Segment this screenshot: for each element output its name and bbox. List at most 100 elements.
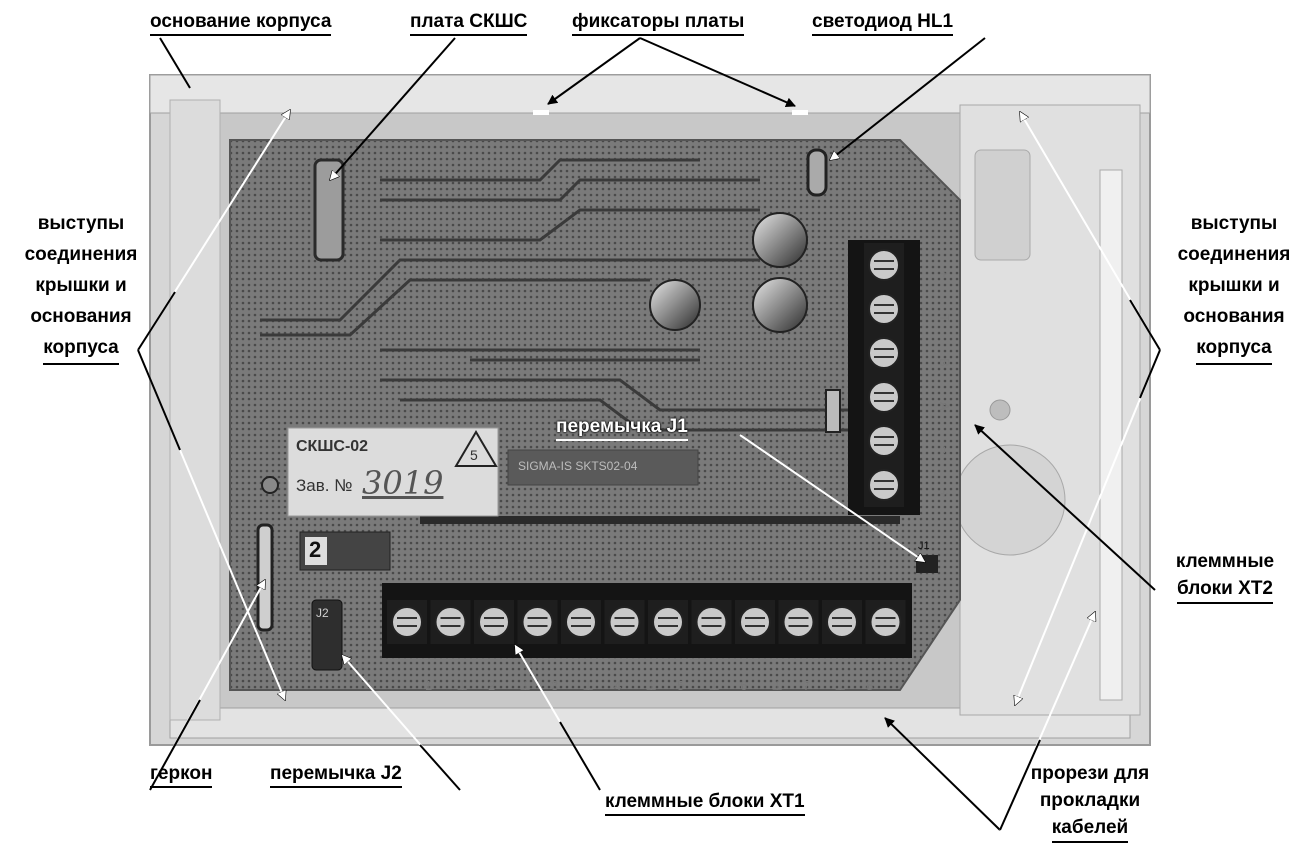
label-svetodiod: светодиод HL1 <box>812 10 954 36</box>
arrow-vystupy-left-bot-shadow <box>137 349 181 451</box>
xt1-screw-3 <box>521 606 554 638</box>
reed-mount <box>261 476 279 494</box>
xt2-screw-4 <box>868 425 900 457</box>
arrow-fiksator-left <box>547 37 641 105</box>
xt1-screw-10 <box>826 606 858 638</box>
xt1-screw-1 <box>434 606 467 638</box>
label-vystupy-right-1: выступы <box>1190 213 1278 234</box>
j1-mark: J1 <box>918 540 930 552</box>
xt2-mark-2: B <box>937 358 952 367</box>
arrow-osnovanie <box>159 37 191 89</box>
xt1-mark-14: 8 <box>866 678 873 693</box>
xt1-screw-4 <box>565 606 597 638</box>
xt1-screw-2 <box>478 606 510 638</box>
xt1-mark-7: ⊥ <box>646 678 657 693</box>
label-vystupy-left-5: корпуса <box>43 332 119 365</box>
xt2-mark-1: T <box>937 314 952 322</box>
label-vystupy-left-1: выступы <box>37 213 125 234</box>
label-vystupy-right: выступы соединения крышки и основания ко… <box>1155 208 1313 365</box>
label-vystupy-right-2: соединения <box>1177 244 1291 265</box>
arrow-prorezi-left <box>884 717 1001 831</box>
label-plata: плата СКШС <box>410 10 528 36</box>
display-digit-box <box>305 537 327 565</box>
xt2-mark-5: + <box>937 490 952 498</box>
label-prorezi-3: кабелей <box>1051 814 1129 843</box>
label-klemmnye-xt2-1: клеммные <box>1175 551 1275 572</box>
arrow-fiksator-right <box>639 37 796 107</box>
label-vystupy-left-2: соединения <box>24 244 138 265</box>
xt1-mark-8: 5 <box>677 678 684 693</box>
fixator-right <box>792 110 808 115</box>
xt1-screw-11 <box>869 606 902 638</box>
warning-triangle <box>454 430 498 467</box>
xt1-mark-4: 3 <box>551 678 558 693</box>
arrow-j1 <box>739 434 925 562</box>
label-gerkon: геркон <box>150 762 213 788</box>
label-vystupy-left-3: крышки и <box>35 275 127 296</box>
xt2-screw-0 <box>868 249 900 281</box>
capacitor-1 <box>752 212 808 268</box>
arrow-xt2 <box>974 424 1156 591</box>
xt1-mark-0: 1 <box>425 678 432 693</box>
plate-serial-prefix: Зав. № <box>296 476 353 495</box>
arrow-j2-shadow <box>419 744 461 791</box>
label-prorezi-1: прорези для <box>1030 763 1150 784</box>
j2-mark: J2 <box>316 606 329 620</box>
jumper-j2-block <box>311 599 343 671</box>
xt2-mark-4: − <box>937 446 952 454</box>
right-slot-2 <box>1099 169 1123 701</box>
xt2-screw-5 <box>868 469 900 501</box>
connector-db <box>313 158 345 262</box>
label-vystupy-right-4: основания <box>1183 306 1285 327</box>
label-klemmnye-xt1: клеммные блоки XT1 <box>605 790 805 816</box>
label-peremychka-j2: перемычка J2 <box>270 762 402 788</box>
fixator-left <box>533 110 549 115</box>
arrow-vystupy-right-top-shadow <box>1129 299 1161 351</box>
xt1-mark-9: ⊥ <box>709 678 720 693</box>
xt1-screw-8 <box>739 606 771 638</box>
label-vystupy-left-4: основания <box>30 306 132 327</box>
pcb-mark-box <box>507 449 699 486</box>
arrow-gerkon-shadow <box>149 699 201 791</box>
terminal-block-xt2 <box>848 240 920 515</box>
display-digit: 2 <box>309 537 322 562</box>
xt2-mark-0: + <box>937 270 952 278</box>
callout-arrows <box>137 37 1161 831</box>
housing-left-wall <box>169 99 221 721</box>
right-slot-1 <box>974 149 1031 261</box>
xt1-markings: 1⊥2⊥3⊥4⊥5⊥6⊥7⊥8 <box>425 678 873 693</box>
xt1-mark-11: ⊥ <box>772 678 783 693</box>
arrow-plata <box>330 37 456 180</box>
label-klemmnye-xt2: клеммные блоки XT2 <box>1155 548 1295 604</box>
label-klemmnye-xt2-2: блоки XT2 <box>1176 575 1273 604</box>
label-vystupy-right-3: крышки и <box>1188 275 1280 296</box>
led-hl1 <box>806 148 828 197</box>
arrow-xt1-shadow <box>559 721 601 791</box>
xt1-screw-7 <box>695 606 728 638</box>
xt1-mark-1: ⊥ <box>457 678 468 693</box>
xt1-screw-9 <box>782 606 815 638</box>
xt1-screw-6 <box>652 606 684 638</box>
arrow-prorezi-right-shadow <box>999 739 1041 831</box>
xt1-mark-10: 6 <box>740 678 747 693</box>
reed-switch <box>256 523 274 632</box>
label-fiksatory: фиксаторы платы <box>572 10 745 36</box>
pcb-traces <box>260 158 900 524</box>
xt2-mark-3: A <box>937 402 952 411</box>
capacitor-3 <box>649 279 701 331</box>
xt1-mark-12: 7 <box>803 678 810 693</box>
arrow-vystupy-left-top-shadow <box>137 291 176 351</box>
terminal-block-xt1 <box>382 583 912 658</box>
right-boss <box>954 444 1066 556</box>
label-osnovanie: основание корпуса <box>150 10 332 36</box>
plate-sticker <box>287 427 499 517</box>
xt2-screw-1 <box>868 293 900 325</box>
plate-class: 5 <box>470 447 478 463</box>
pcb-mark: SIGMA-IS SKTS02-04 <box>518 459 638 473</box>
xt2-screw-2 <box>868 337 900 369</box>
xt1-mark-13: ⊥ <box>835 678 846 693</box>
xt1-mark-5: ⊥ <box>583 678 594 693</box>
xt2-markings: + T B A − + <box>937 270 952 498</box>
arrow-svetodiod <box>830 37 986 160</box>
label-prorezi-2: прокладки <box>1039 790 1141 811</box>
